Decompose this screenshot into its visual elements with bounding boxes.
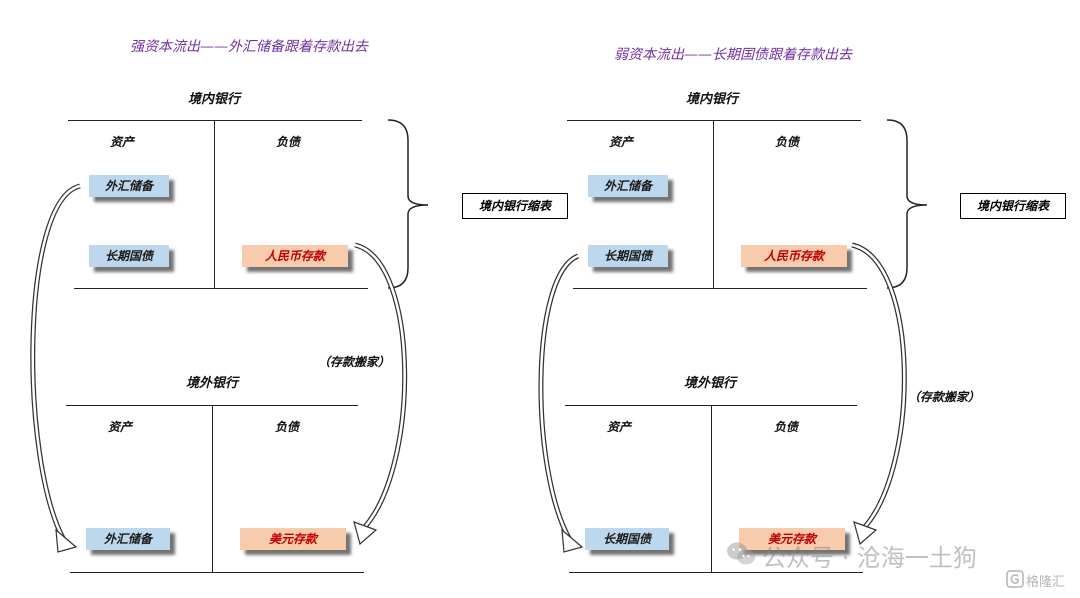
right-brace [886, 119, 928, 289]
right-domestic-liabilities-header: 负债 [775, 135, 800, 149]
right-rmb-deposit-box: 人民币存款 [741, 245, 847, 267]
left-rmb-deposit-box: 人民币存款 [242, 245, 348, 267]
right-asset-arrow [538, 253, 580, 542]
left-domestic-assets-header: 资产 [110, 135, 135, 149]
right-shrink-label-box: 境内银行缩表 [960, 193, 1066, 219]
wechat-icon [726, 541, 756, 567]
left-domestic-top-rule [68, 120, 362, 121]
right-foreign-bottom-rule [569, 572, 863, 573]
right-foreign-divider [711, 405, 712, 572]
left-shrink-label-box: 境内银行缩表 [462, 193, 568, 219]
left-asset-arrow [30, 183, 81, 542]
right-move-label: （存款搬家） [908, 390, 981, 404]
left-brace [387, 119, 429, 289]
left-asset-arrowhead [55, 528, 78, 553]
left-foreign-bottom-rule [70, 572, 364, 573]
right-domestic-bottom-rule [573, 288, 867, 289]
left-domestic-fx-reserve-box: 外汇储备 [89, 175, 169, 197]
right-foreign-bank-label: 境外银行 [684, 376, 737, 391]
left-title: 强资本流出——外汇储备跟着存款出去 [130, 39, 368, 55]
watermark-text: 公众号 · 沧海一土狗 [762, 544, 977, 572]
left-usd-deposit-box: 美元存款 [240, 528, 346, 550]
left-foreign-liabilities-header: 负债 [275, 420, 300, 434]
left-foreign-fx-reserve-box: 外汇储备 [86, 528, 170, 550]
right-asset-arrowhead [561, 528, 584, 553]
right-foreign-long-bond-box: 长期国债 [585, 528, 669, 550]
left-deposit-arrowhead [353, 521, 378, 546]
right-domestic-assets-header: 资产 [609, 135, 634, 149]
gelonghui-logo-icon [1006, 570, 1024, 588]
right-foreign-assets-header: 资产 [607, 420, 632, 434]
right-foreign-liabilities-header: 负债 [774, 420, 799, 434]
left-foreign-bank-label: 境外银行 [186, 376, 239, 391]
gelonghui-logo-text: 格隆汇 [1026, 575, 1066, 590]
right-domestic-divider [713, 120, 714, 288]
right-title: 弱资本流出——长期国债跟着存款出去 [614, 47, 852, 63]
right-usd-deposit-box: 美元存款 [739, 528, 845, 550]
left-domestic-bottom-rule [74, 288, 368, 289]
right-domestic-fx-reserve-box: 外汇储备 [588, 175, 668, 197]
left-domestic-liabilities-header: 负债 [276, 135, 301, 149]
left-move-label: （存款搬家） [318, 355, 391, 369]
right-domestic-long-bond-box: 长期国债 [588, 245, 668, 267]
left-domestic-long-bond-box: 长期国债 [89, 245, 169, 267]
left-domestic-bank-label: 境内银行 [188, 92, 241, 107]
left-foreign-assets-header: 资产 [108, 420, 133, 434]
right-deposit-arrowhead [853, 521, 878, 546]
right-domestic-bank-label: 境内银行 [686, 92, 739, 107]
left-domestic-divider [214, 120, 215, 288]
right-domestic-top-rule [567, 120, 861, 121]
left-foreign-divider [212, 405, 213, 572]
